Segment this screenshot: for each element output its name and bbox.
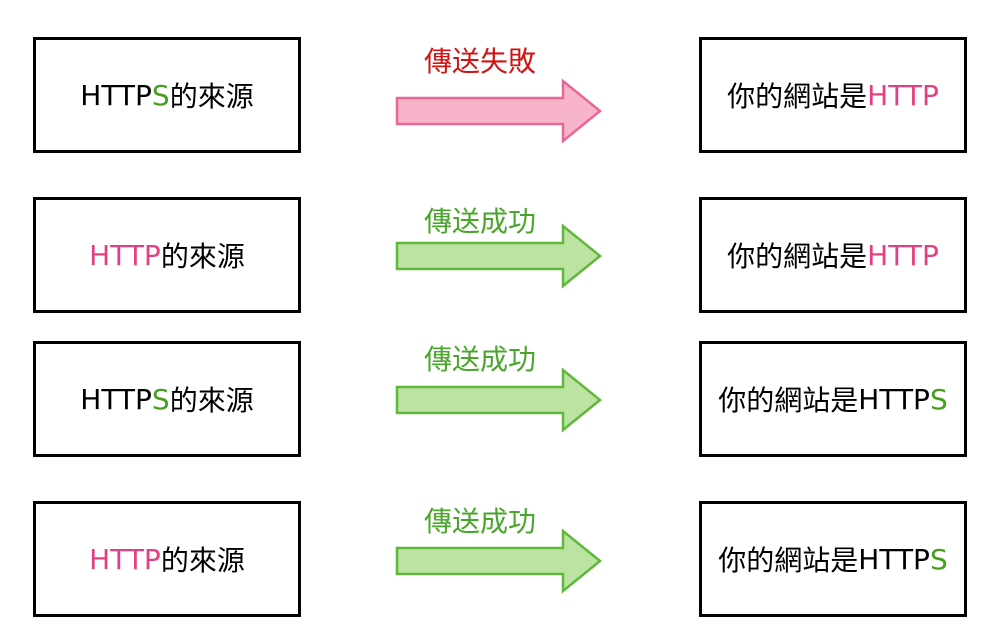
transfer-success-label: 傳送成功 xyxy=(423,505,536,538)
target-protocol-s: S xyxy=(929,542,948,576)
source-protocol-s: S xyxy=(151,78,170,112)
success-arrow xyxy=(395,367,602,433)
fail-arrow xyxy=(395,78,602,144)
source-protocol: HTTP xyxy=(80,78,152,112)
target-protocol: HTTP xyxy=(858,542,930,576)
source-protocol: HTTP xyxy=(80,382,152,416)
transfer-success-label: 傳送成功 xyxy=(423,205,536,238)
source-protocol: HTTP xyxy=(89,542,161,576)
target-protocol: HTTP xyxy=(858,382,930,416)
target-prefix: 你的網站是 xyxy=(718,384,859,417)
source-suffix: 的來源 xyxy=(160,240,245,273)
target-prefix: 你的網站是 xyxy=(718,544,859,577)
target-protocol: HTTP xyxy=(867,78,939,112)
target-protocol-s: S xyxy=(929,382,948,416)
source-protocol: HTTP xyxy=(89,238,161,272)
source-suffix: 的來源 xyxy=(160,544,245,577)
success-arrow xyxy=(395,528,602,594)
transfer-failed-label: 傳送失敗 xyxy=(423,45,536,78)
source-suffix: 的來源 xyxy=(169,80,254,113)
target-protocol: HTTP xyxy=(867,238,939,272)
success-arrow xyxy=(395,223,602,289)
source-protocol-s: S xyxy=(151,382,170,416)
target-prefix: 你的網站是 xyxy=(727,80,868,113)
target-prefix: 你的網站是 xyxy=(727,240,868,273)
source-suffix: 的來源 xyxy=(169,384,254,417)
transfer-success-label: 傳送成功 xyxy=(423,343,536,376)
